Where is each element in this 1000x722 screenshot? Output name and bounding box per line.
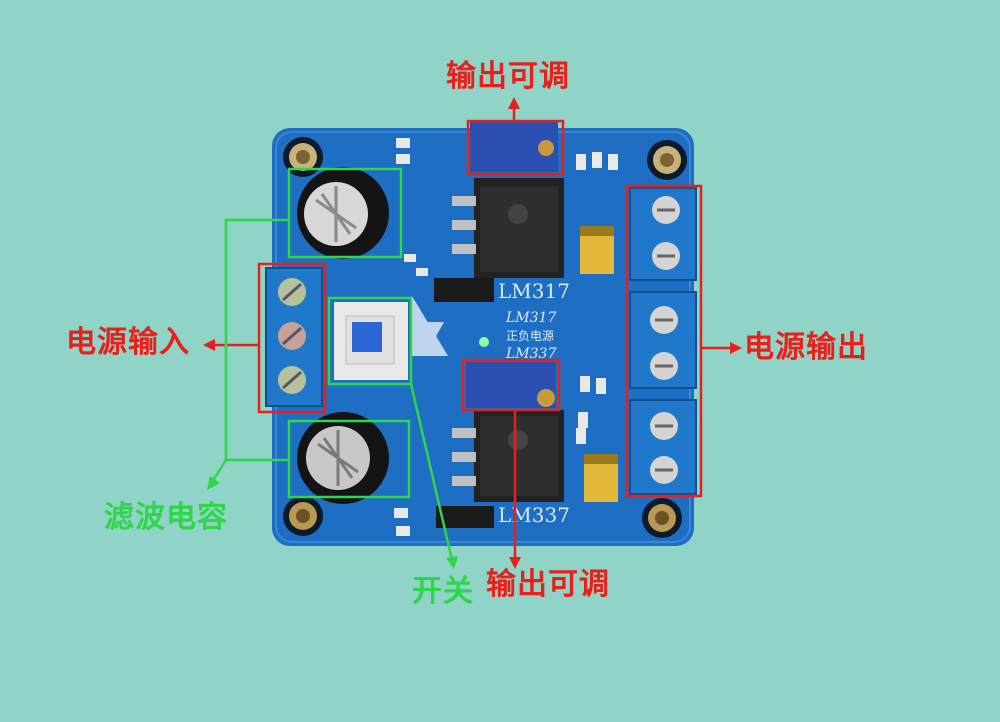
silk-label-mid: 正负电源 xyxy=(506,329,554,343)
silk-chip-bottom: LM337 xyxy=(498,503,570,527)
box-cap-top xyxy=(287,167,403,259)
tantalum-capacitor-bottom xyxy=(584,454,618,502)
regulator-chip-top xyxy=(452,178,564,278)
board-logo xyxy=(412,296,448,356)
output-terminal-block xyxy=(629,187,697,495)
box-input xyxy=(257,262,327,414)
capacitor-bottom xyxy=(297,412,389,504)
jumper-connector-bottom xyxy=(436,506,494,528)
label-power-output: 电源输出 xyxy=(744,330,868,365)
label-output-adjust-bottom: 输出可调 xyxy=(486,567,610,602)
box-switch xyxy=(327,296,413,386)
arrow-output-adjust-bottom xyxy=(509,410,521,569)
silk-label-bottom: LM337 xyxy=(505,346,556,362)
arrow-output-adjust-top xyxy=(508,97,520,121)
arrow-power-input xyxy=(203,339,259,351)
label-filter-capacitor: 滤波电容 xyxy=(104,500,228,535)
arrow-filter-capacitor xyxy=(207,218,289,490)
label-output-adjust-top: 输出可调 xyxy=(446,59,570,94)
tantalum-capacitor-top xyxy=(580,226,614,274)
mounting-hole-top-right xyxy=(647,140,687,180)
box-pot-bottom xyxy=(461,358,561,412)
power-switch xyxy=(334,302,408,380)
label-power-input: 电源输入 xyxy=(66,325,190,360)
box-pot-top xyxy=(466,119,565,176)
mounting-hole-bottom-left xyxy=(283,496,323,536)
arrow-switch xyxy=(409,383,458,569)
silk-label-top: LM317 xyxy=(505,310,556,326)
regulator-chip-bottom xyxy=(452,410,564,502)
potentiometer-bottom xyxy=(466,362,556,408)
input-terminal-block xyxy=(265,267,323,407)
mounting-hole-bottom-right xyxy=(642,498,682,538)
smd-components xyxy=(394,138,618,536)
jumper-connector-top xyxy=(434,278,494,302)
arrow-power-output xyxy=(701,342,742,354)
label-switch: 开关 xyxy=(412,574,474,609)
potentiometer-top xyxy=(470,122,558,172)
mounting-hole-top-left xyxy=(283,137,323,177)
silk-chip-top: LM317 xyxy=(498,279,570,303)
box-output xyxy=(625,184,703,498)
capacitor-top xyxy=(297,167,389,259)
